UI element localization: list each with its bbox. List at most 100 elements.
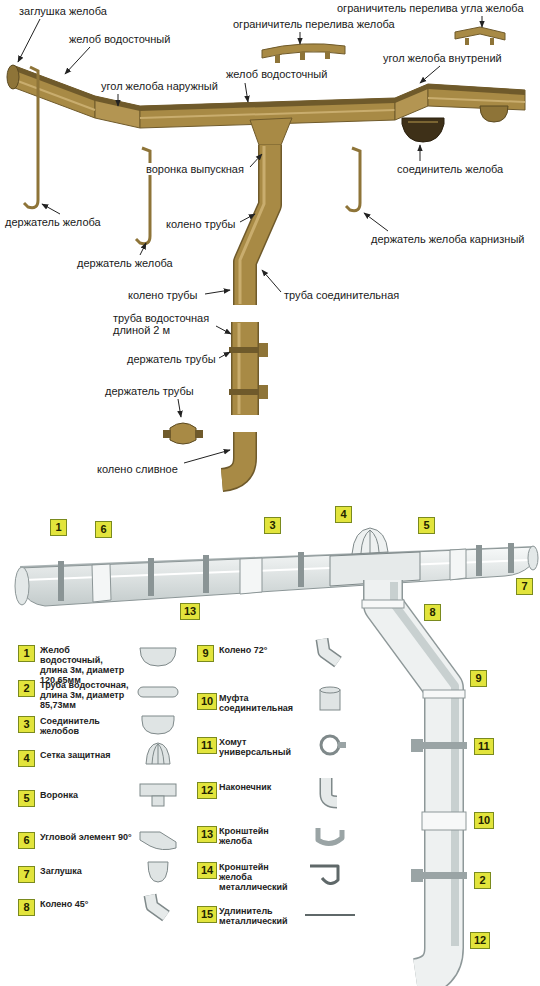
pipe-clamp <box>423 742 467 749</box>
overflow-limiter <box>275 55 280 63</box>
part-label: воронка выпускная <box>145 163 245 175</box>
pipe-clamp <box>411 739 423 752</box>
gutter-bracket <box>203 555 209 593</box>
leader-arrow <box>245 83 248 102</box>
callout-number: 10 <box>474 812 494 829</box>
downpipe-white <box>394 582 455 946</box>
leader-arrow <box>18 19 40 62</box>
callout-number: 4 <box>335 506 352 523</box>
part-icon <box>310 866 338 884</box>
callout-number: 13 <box>180 603 200 620</box>
callout-number: 9 <box>197 645 214 662</box>
gutter-bracket <box>298 552 304 587</box>
part-icon <box>150 895 166 916</box>
leader-arrow <box>42 204 60 214</box>
callout-number: 3 <box>264 517 281 534</box>
legend-text: Соединитель желобов <box>40 716 132 736</box>
callout-number: 12 <box>197 782 217 799</box>
legend-text: Труба водосточная, длина 3м, диаметр 85,… <box>40 680 132 710</box>
end-cap-loose <box>480 106 508 122</box>
pipe-holder <box>163 430 171 438</box>
downpipe-brown <box>245 145 270 305</box>
leader-arrow <box>216 326 231 334</box>
callout-number: 4 <box>18 750 35 767</box>
part-label: держатель желоба карнизный <box>370 233 525 245</box>
leader-arrow <box>118 94 119 106</box>
legend-text: Колено 72° <box>219 645 299 655</box>
part-icon <box>146 743 170 764</box>
downpipe-brown <box>222 432 245 480</box>
leader-arrow <box>184 450 230 463</box>
corner-overflow-limiter <box>455 27 505 40</box>
pipe-holder <box>170 423 196 444</box>
legend-text: Кронштейн желоба металлический <box>219 862 299 892</box>
pipe-holder <box>259 343 268 357</box>
part-label: труба соединительная <box>283 289 400 301</box>
leaf-guard <box>352 528 388 554</box>
legend-text: Сетка защитная <box>40 750 132 760</box>
gutter-bracket <box>508 543 514 573</box>
leader-arrow <box>420 66 440 83</box>
leader-arrow <box>482 16 483 27</box>
pipe-holder <box>229 347 261 353</box>
callout-number: 1 <box>18 645 35 662</box>
callout-number: 15 <box>197 906 217 923</box>
gutter-hook <box>24 67 38 208</box>
part-icon <box>305 914 355 916</box>
overflow-limiter <box>325 51 330 59</box>
corner-overflow-limiter <box>465 38 469 45</box>
part-icon <box>152 796 164 806</box>
callout-number: 5 <box>418 517 435 534</box>
downpipe-brown <box>245 145 270 305</box>
legend-text: Хомут универсальный <box>219 737 299 757</box>
gutter-hook <box>346 148 360 211</box>
overflow-limiter <box>262 44 345 63</box>
gutter-white <box>20 546 534 606</box>
callout-number: 13 <box>197 826 217 843</box>
gutter-bracket <box>148 558 154 596</box>
callout-number: 8 <box>18 899 35 916</box>
leaf-guard <box>361 530 379 553</box>
pipe-holder <box>195 430 203 438</box>
downpipe-brown <box>222 145 270 480</box>
gutter-connector <box>402 118 444 142</box>
leader-arrow <box>219 352 230 358</box>
leader-arrow <box>420 145 421 161</box>
leader-arrow <box>178 399 181 417</box>
part-icon <box>320 687 340 693</box>
callout-number: 10 <box>197 693 217 710</box>
callout-number: 3 <box>18 716 35 733</box>
callout-number: 11 <box>474 738 494 755</box>
part-icon <box>322 639 338 662</box>
outlet-funnel <box>250 118 292 145</box>
part-icon <box>318 828 342 844</box>
leader-arrow <box>364 213 388 231</box>
gutter-brown <box>15 80 95 110</box>
corner-overflow-limiter <box>490 38 494 45</box>
gutter-end-cap <box>528 546 538 570</box>
part-label: угол желоба наружный <box>100 80 219 92</box>
part-label: держатель желоба <box>4 216 102 228</box>
leader-arrow <box>140 243 146 255</box>
pipe-clamp <box>423 872 467 879</box>
gutter-brown <box>428 98 525 102</box>
part-label: колено трубы <box>127 289 198 301</box>
pipe-joint <box>362 600 404 608</box>
legend-text: Угловой элемент 90° <box>40 832 132 842</box>
pipe-joint <box>362 600 466 830</box>
part-label: колено трубы <box>165 218 236 230</box>
part-label: колено сливное <box>96 463 179 475</box>
pipe-clamp <box>411 739 467 882</box>
gutter-brown <box>15 66 95 118</box>
part-label: держатель желоба <box>76 257 174 269</box>
leader-arrow <box>65 47 90 74</box>
callout-number: 7 <box>18 866 35 883</box>
gutter-white <box>20 547 534 606</box>
callout-number: 9 <box>470 670 487 687</box>
gutter-end-cap <box>15 546 538 605</box>
part-label: ограничитель перелива желоба <box>232 18 396 30</box>
part-icon <box>140 784 176 796</box>
callout-number: 5 <box>18 790 35 807</box>
downpipe-white <box>383 580 444 978</box>
pipe-holder <box>229 389 261 395</box>
